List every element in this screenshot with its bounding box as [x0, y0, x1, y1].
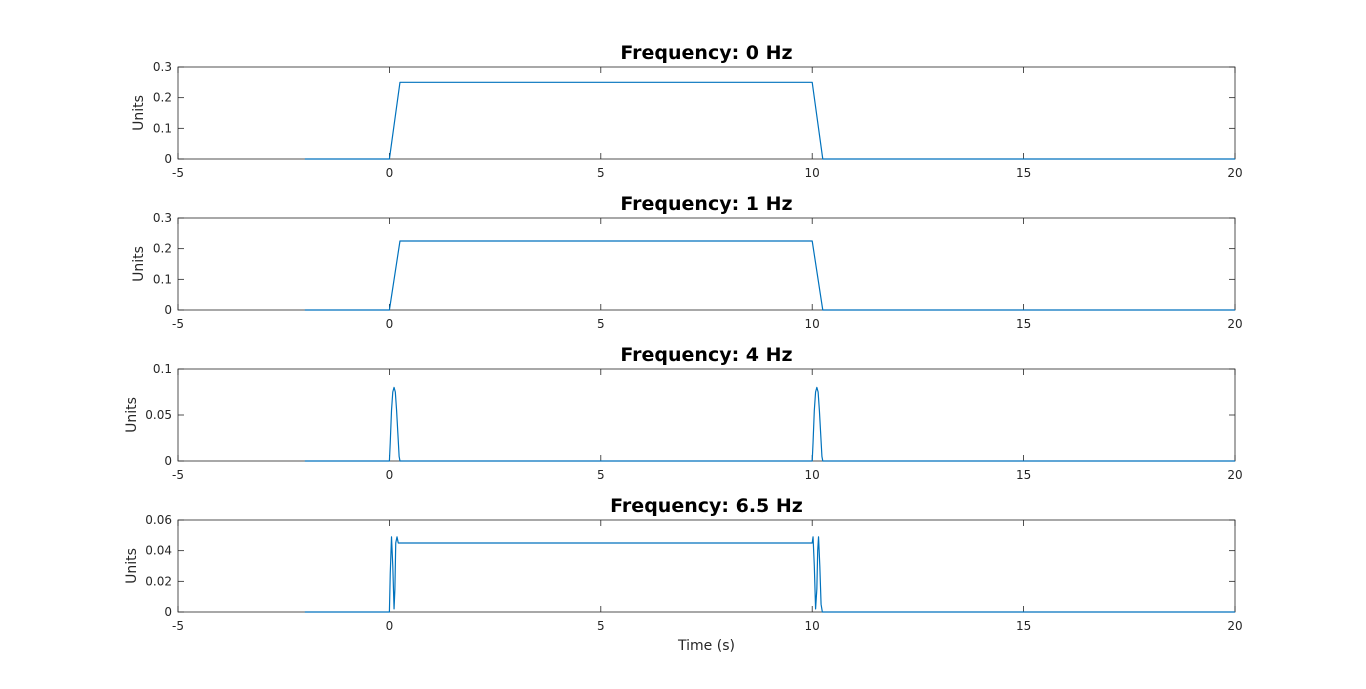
x-axis-label: Time (s) [677, 638, 735, 654]
y-tick-label: 0.3 [153, 60, 172, 74]
y-tick-label: 0.3 [153, 211, 172, 225]
y-tick-label: 0 [164, 152, 172, 166]
x-tick-label: 10 [805, 317, 820, 331]
axes-box [177, 217, 1236, 311]
series-line [304, 240, 1235, 311]
y-tick-label: 0 [164, 605, 172, 619]
x-tick-label: 5 [597, 468, 605, 482]
x-tick-label: 0 [386, 468, 394, 482]
axes-box [177, 368, 1236, 462]
y-tick-label: 0.05 [145, 408, 172, 422]
x-tick-label: 20 [1227, 166, 1242, 180]
x-tick-label: 5 [597, 166, 605, 180]
x-tick-label: 5 [597, 619, 605, 633]
x-tick-label: -5 [172, 317, 184, 331]
x-tick-label: 0 [386, 166, 394, 180]
x-tick-label: 10 [805, 619, 820, 633]
chart-title: Frequency: 4 Hz [620, 344, 792, 366]
axes-box [177, 519, 1236, 613]
y-tick-label: 0.2 [153, 91, 172, 105]
series-line [304, 536, 1235, 613]
x-tick-label: 15 [1016, 317, 1031, 331]
chart-title: Frequency: 0 Hz [620, 42, 792, 64]
x-tick-label: -5 [172, 166, 184, 180]
x-tick-label: 20 [1227, 317, 1242, 331]
x-tick-label: -5 [172, 619, 184, 633]
y-axis-label: Units [131, 246, 147, 282]
y-tick-label: 0.02 [145, 574, 172, 588]
x-tick-label: -5 [172, 468, 184, 482]
y-tick-label: 0 [164, 303, 172, 317]
x-tick-label: 15 [1016, 619, 1031, 633]
x-tick-label: 15 [1016, 166, 1031, 180]
x-tick-label: 10 [805, 166, 820, 180]
y-axis-label: Units [131, 95, 147, 131]
axes-box [177, 66, 1236, 160]
x-tick-label: 15 [1016, 468, 1031, 482]
y-tick-label: 0.1 [153, 121, 172, 135]
x-tick-label: 10 [805, 468, 820, 482]
chart-title: Frequency: 6.5 Hz [610, 495, 803, 517]
y-axis-label: Units [124, 548, 140, 584]
series-line [304, 81, 1235, 160]
y-tick-label: 0.2 [153, 242, 172, 256]
x-tick-label: 20 [1227, 468, 1242, 482]
y-tick-label: 0.1 [153, 272, 172, 286]
y-tick-label: 0.1 [153, 362, 172, 376]
x-tick-label: 20 [1227, 619, 1242, 633]
y-axis-label: Units [124, 397, 140, 433]
y-tick-label: 0.06 [145, 513, 172, 527]
x-tick-label: 0 [386, 317, 394, 331]
x-tick-label: 0 [386, 619, 394, 633]
chart-title: Frequency: 1 Hz [620, 193, 792, 215]
y-tick-label: 0 [164, 454, 172, 468]
x-tick-label: 5 [597, 317, 605, 331]
series-line [304, 386, 1235, 462]
y-tick-label: 0.04 [145, 544, 172, 558]
